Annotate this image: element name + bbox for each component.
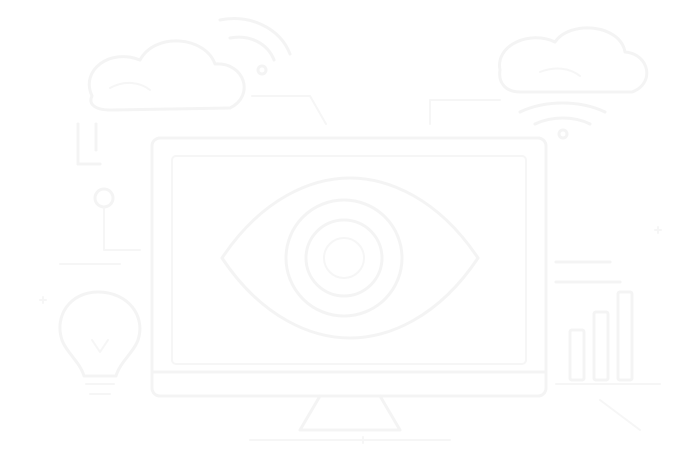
lightbulb-icon <box>58 290 142 395</box>
cloud-left-icon <box>88 39 246 112</box>
network-nodes-icon <box>59 122 141 265</box>
wifi-right-icon <box>429 99 607 140</box>
sparkles <box>39 226 662 444</box>
monitor-icon <box>150 136 548 441</box>
signal-bars-icon <box>554 260 661 431</box>
wifi-left-icon <box>218 17 327 125</box>
eye-icon <box>220 176 480 340</box>
cloud-right-icon <box>498 26 649 94</box>
